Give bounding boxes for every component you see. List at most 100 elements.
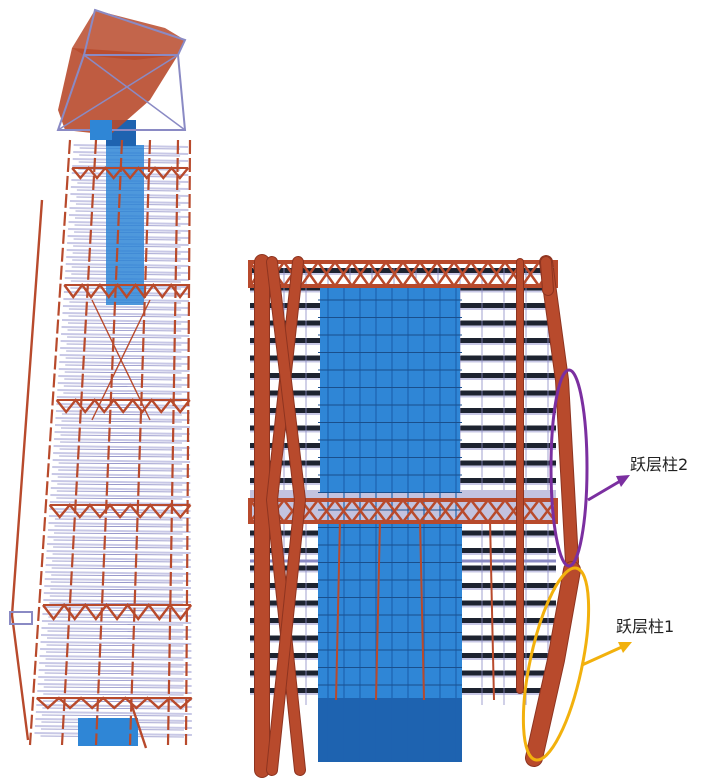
tower-floor-edge	[57, 483, 183, 486]
tower-floor	[46, 550, 191, 554]
tower-floor	[54, 431, 190, 435]
tower-floor-edge	[42, 700, 184, 703]
tower-floor-edge	[54, 525, 183, 528]
zoom-truss-diagonal	[299, 261, 320, 287]
column2-arrow-head	[616, 475, 630, 487]
callout-column1: 跃层柱1	[521, 566, 674, 762]
tower-floor-edge	[61, 413, 182, 416]
zoom-core-lower	[318, 520, 462, 698]
column1-arrow-line	[581, 644, 625, 667]
tower-floor-edge	[54, 518, 183, 521]
tower-floor	[52, 466, 191, 470]
column2-label: 跃层柱2	[630, 455, 688, 474]
zoom-truss-diagonal	[470, 499, 489, 523]
tower-floor-edge	[59, 455, 183, 458]
zoom-truss-diagonal	[436, 499, 455, 523]
tower-floor	[53, 452, 191, 456]
tower-floor	[59, 354, 190, 358]
tower-outrigger-node	[9, 611, 33, 625]
zoom-truss-diagonal	[368, 499, 387, 523]
tower-floor	[50, 494, 191, 498]
tower-floor	[39, 655, 192, 659]
tower-floor-edge	[64, 371, 182, 374]
tower-overall-model	[9, 8, 193, 749]
tower-floor	[47, 543, 191, 547]
zoom-column-right-lower	[526, 562, 580, 766]
tower-floor	[60, 340, 190, 344]
tower-floor	[38, 669, 192, 673]
zoom-truss-diagonal	[317, 499, 336, 523]
tower-floor	[40, 634, 192, 638]
tower-floor-edge	[58, 469, 183, 472]
tower-floor	[54, 424, 190, 428]
tower-crown-upper	[72, 10, 185, 60]
column2-highlight-ellipse	[549, 368, 589, 568]
zoom-core-upper	[320, 288, 460, 493]
tower-crown-diagonal	[57, 54, 179, 131]
tower-floor-edge	[48, 609, 184, 612]
tower-base-outrigger	[9, 199, 148, 749]
tower-floor-edge	[46, 651, 184, 654]
tower-belt-truss	[55, 398, 191, 414]
tower-floor-edge	[60, 427, 182, 430]
zoom-core-base	[318, 698, 462, 762]
tower-floor	[49, 501, 191, 505]
tower-floor	[56, 396, 190, 400]
tower-floor	[62, 305, 190, 309]
tower-belt-truss	[42, 603, 193, 621]
tower-floor	[48, 522, 191, 526]
tower-floor	[42, 613, 192, 617]
zoom-truss-diagonal	[435, 261, 456, 287]
zoom-truss-diagonal	[350, 261, 371, 287]
zoom-inner-column	[335, 519, 341, 701]
tower-floor	[44, 585, 191, 589]
zoom-inner-column	[375, 519, 381, 701]
tower-floor	[55, 417, 190, 421]
zoom-truss-diagonal	[452, 261, 473, 287]
zoom-floor-deck	[250, 268, 556, 273]
tower-floor-edge	[47, 630, 184, 633]
tower-column	[94, 139, 124, 746]
tower-floor	[61, 333, 190, 337]
tower-floor-edge	[56, 490, 183, 493]
tower-floor	[44, 578, 191, 582]
tower-floor-edge	[45, 665, 184, 668]
zoom-inner-column	[489, 519, 495, 701]
zoom-truss-diagonal	[367, 261, 388, 287]
zoom-truss-diagonal	[384, 261, 405, 287]
column2-arrow-line	[587, 478, 623, 502]
tower-floor-edge	[44, 679, 184, 682]
zoom-truss-diagonal	[418, 261, 439, 287]
tower-core-base	[78, 718, 138, 746]
tower-floor	[45, 564, 191, 568]
tower-floor-edge	[50, 581, 183, 584]
tower-brace	[91, 299, 151, 421]
zoom-truss-diagonal	[401, 261, 422, 287]
tower-floor	[61, 326, 190, 330]
column1-arrow-head	[618, 642, 632, 653]
tower-floor-edge	[50, 588, 183, 591]
tower-floor-edge	[46, 637, 184, 640]
tower-floor	[43, 599, 192, 603]
tower-floor-edge	[67, 322, 182, 325]
tower-floor-edge	[68, 308, 182, 311]
zoom-truss-diagonal	[419, 499, 438, 523]
tower-floor-edge	[59, 448, 183, 451]
tower-floor-edge	[67, 336, 182, 339]
column1-label: 跃层柱1	[616, 617, 674, 636]
tower-floor	[37, 690, 192, 694]
tower-floor	[49, 508, 191, 512]
zoom-truss-diagonal	[385, 499, 404, 523]
zoom-column-right-top	[541, 257, 553, 295]
tower-base-column	[128, 699, 148, 749]
zoom-column-x-a	[266, 257, 305, 775]
tower-floor-edge	[49, 602, 184, 605]
zoom-core-walls	[318, 288, 462, 762]
tower-floor	[46, 557, 191, 561]
tower-floor-edge	[43, 693, 184, 696]
zoom-truss-diagonal	[333, 261, 354, 287]
tower-floor-edge	[63, 385, 182, 388]
tower-floor	[57, 382, 190, 386]
tower-floor	[47, 529, 191, 533]
